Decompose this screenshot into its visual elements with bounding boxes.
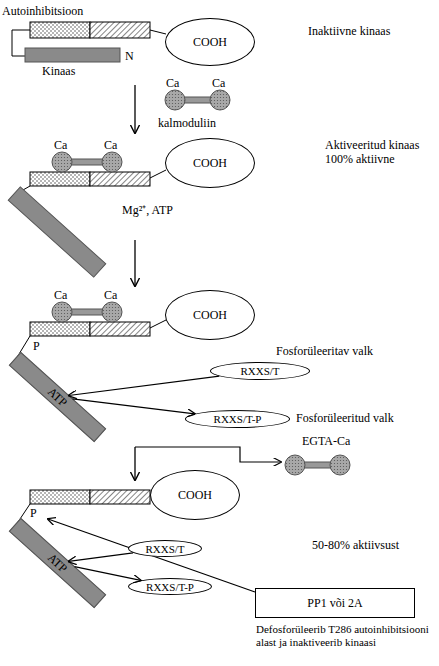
autoinhibitory-domain [30,172,150,186]
text-label: kalmoduliin [158,116,216,130]
text-label: Fosforüleeritav valk [276,344,373,358]
reaction-arrow [69,376,219,395]
node-text: RXXS/T [145,542,184,556]
text-label: Aktiveeritud kinaas 100% aktiivne [325,138,437,166]
calmodulin-symbol [285,455,350,475]
autoinhibitory-domain [30,490,150,504]
text-label: Ca [212,76,225,90]
text-label: Kinaas [42,64,75,78]
substrate-ellipse: RXXS/T-P [128,578,212,595]
text-label: Ca [54,288,67,302]
calmodulin-symbol [52,302,122,322]
terminal-ellipse: COOH [165,18,255,66]
kinase-domain: ATP [8,518,106,608]
node-text: RXXS/T-P [214,412,262,426]
text-label: P [30,506,37,520]
step-arrow [134,85,135,133]
text-label: Ca [166,76,179,90]
substrate-ellipse: RXXS/T-P [185,410,290,428]
node-text: COOH [193,156,227,170]
node-text: ATP [44,385,69,410]
linker-line [150,320,166,328]
calmodulin-symbol [52,152,122,172]
reaction-arrow [69,553,133,562]
step-arrow [134,240,135,286]
node-text: PP1 või 2A [307,596,362,610]
substrate-ellipse: RXXS/T [128,540,202,557]
autoinhibitory-domain [30,22,150,38]
text-label: EGTA-Ca [302,434,350,448]
terminal-ellipse: COOH [165,290,255,340]
text-label: Mg²⁺, ATP [122,203,173,217]
text-label: P [33,339,40,353]
text-label: Fosforüleeritud valk [296,411,394,425]
node-text: COOH [178,488,212,502]
node-text: RXXS/T-P [146,580,194,594]
linker-line [150,30,166,34]
terminal-ellipse: COOH [165,138,255,188]
text-label: N [125,49,134,63]
phosphatase-box: PP1 või 2ADefosforüleerib T286 autoinhib… [255,588,415,618]
substrate-ellipse: RXXS/T [210,362,310,380]
terminal-ellipse: COOH [150,470,240,520]
text-label: Ca [54,138,67,152]
node-text: COOH [193,35,227,49]
release-arrow [135,447,281,462]
kinase-domain: ATP [8,352,106,442]
autoinhibitory-domain [30,322,150,336]
node-text: RXXS/T [240,364,279,378]
text-label: Inaktiivne kinaas [308,24,390,38]
node-text: COOH [193,308,227,322]
reaction-arrow [73,399,195,414]
text-label: 50-80% aktiivsust [312,538,399,552]
kinase-domain [8,187,106,277]
node-note: Defosforüleerib T286 autoinhibitsiooni a… [256,623,434,649]
calmodulin-symbol [165,90,230,110]
linker-line [150,170,166,178]
step-arrow [134,447,135,480]
kinase-domain [25,48,120,62]
node-text: ATP [44,551,69,576]
text-label: Ca [104,138,117,152]
text-label: Autoinhibitsioon [2,4,83,18]
text-label: Ca [104,288,117,302]
